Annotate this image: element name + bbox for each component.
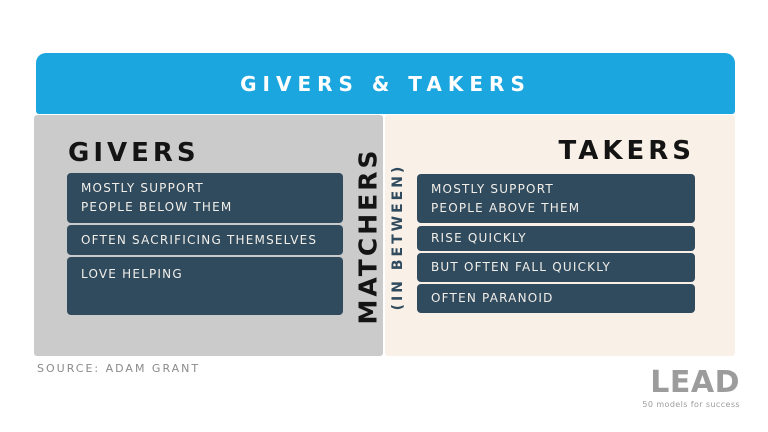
- lead-logo-tagline: 50 models for success: [642, 400, 740, 409]
- matchers-label: MATCHERS: [353, 147, 383, 325]
- takers-item-fall-quickly: BUT OFTEN FALL QUICKLY: [417, 253, 695, 282]
- givers-item-love-helping: LOVE HELPING: [67, 257, 343, 315]
- givers-item-support-below: MOSTLY SUPPORT PEOPLE BELOW THEM: [67, 173, 343, 223]
- lead-logo: LEAD 50 models for success: [642, 365, 740, 410]
- source-credit: SOURCE: ADAM GRANT: [37, 362, 201, 375]
- title-bar: GIVERS & TAKERS: [36, 53, 735, 114]
- takers-item-rise-quickly: RISE QUICKLY: [417, 226, 695, 251]
- givers-item-sacrificing: OFTEN SACRIFICING THEMSELVES: [67, 225, 343, 255]
- takers-item-paranoid: OFTEN PARANOID: [417, 284, 695, 313]
- givers-heading: GIVERS: [68, 138, 200, 168]
- page-title: GIVERS & TAKERS: [240, 71, 531, 96]
- takers-item-support-above: MOSTLY SUPPORT PEOPLE ABOVE THEM: [417, 174, 695, 223]
- matchers-sublabel: (IN BETWEEN): [390, 163, 406, 311]
- lead-logo-wordmark: LEAD: [650, 365, 740, 400]
- takers-heading: TAKERS: [558, 136, 695, 166]
